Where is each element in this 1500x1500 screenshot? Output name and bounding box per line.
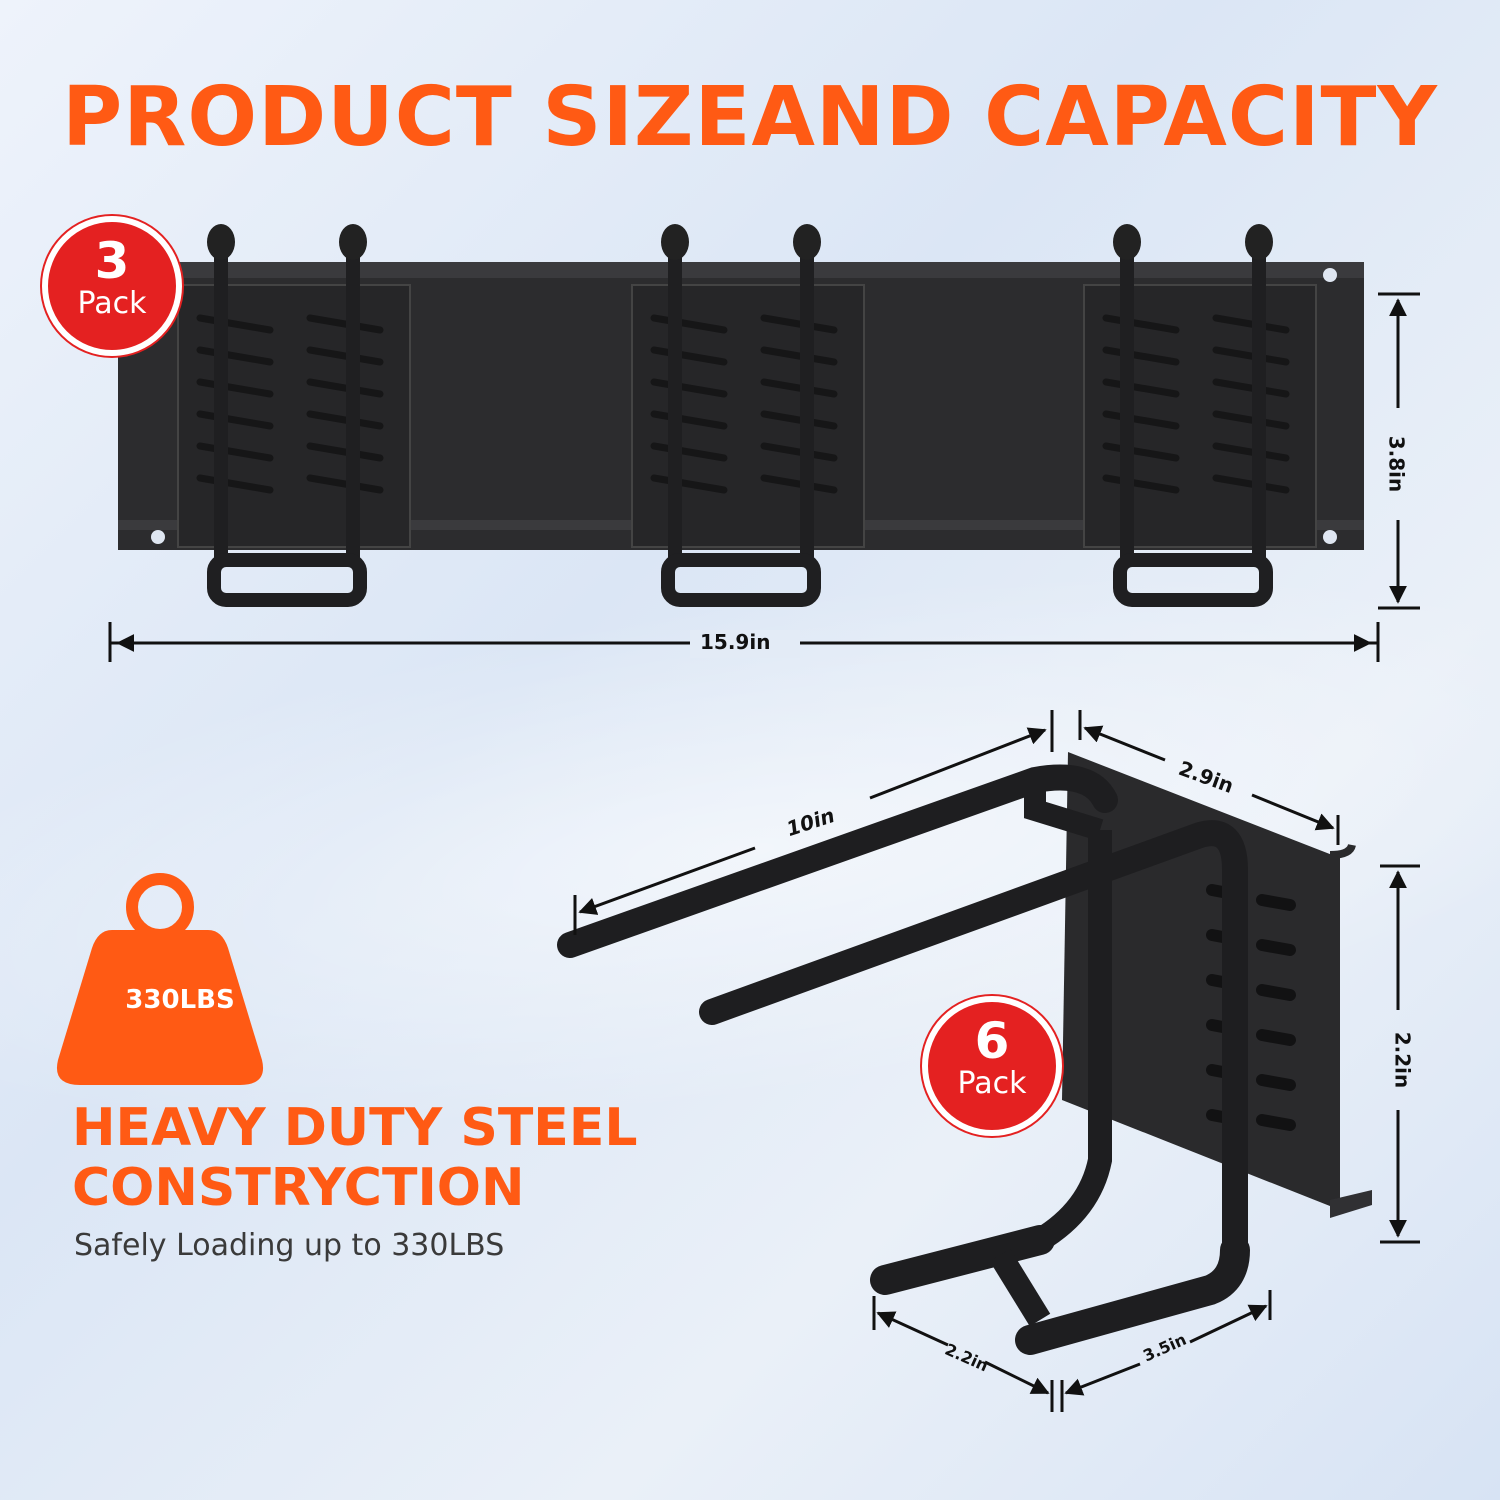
rack-pack-number: 3 bbox=[94, 232, 130, 290]
hook-pack-number: 6 bbox=[974, 1012, 1010, 1070]
rack-pack-label: Pack bbox=[77, 286, 147, 321]
subline: Safely Loading up to 330LBS bbox=[74, 1228, 505, 1263]
page-title: PRODUCT SIZEAND CAPACITY bbox=[62, 70, 1438, 165]
headline-line-2: CONSTRYCTION bbox=[72, 1158, 525, 1218]
single-hook-image bbox=[557, 752, 1372, 1355]
weight-icon bbox=[56, 873, 264, 1085]
headline: HEAVY DUTY STEEL CONSTRYCTION bbox=[72, 1098, 637, 1218]
hook-height-label: 2.2in bbox=[1390, 1031, 1415, 1089]
rack-pack-badge: 3 Pack bbox=[42, 216, 182, 356]
rack-rail-image bbox=[118, 224, 1364, 607]
rack-width-label: 15.9in bbox=[700, 630, 771, 654]
hook-pack-label: Pack bbox=[957, 1066, 1027, 1101]
headline-line-1: HEAVY DUTY STEEL bbox=[72, 1098, 638, 1158]
hook-pack-badge: 6 Pack bbox=[922, 996, 1062, 1136]
rack-hook-group bbox=[177, 224, 411, 607]
weight-label: 330LBS bbox=[125, 985, 235, 1015]
rack-height-label: 3.8in bbox=[1384, 435, 1409, 493]
